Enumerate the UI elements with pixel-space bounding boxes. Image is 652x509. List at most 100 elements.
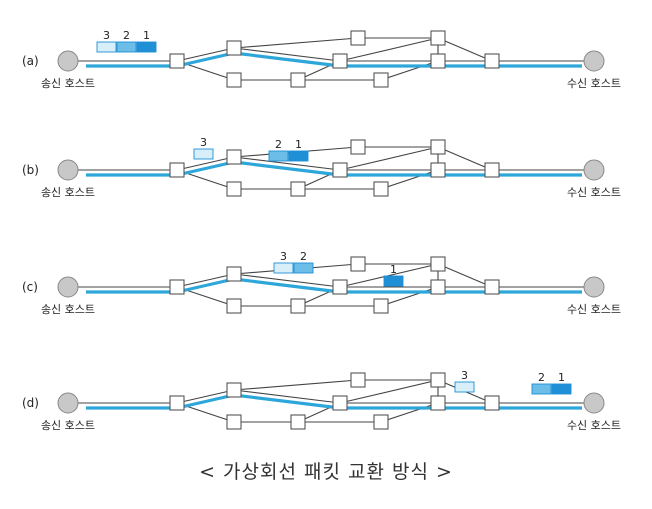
packet-number: 1 xyxy=(390,263,397,276)
packet xyxy=(288,150,309,162)
packet xyxy=(551,383,572,395)
router-node xyxy=(226,149,242,165)
router-node xyxy=(430,256,446,272)
router-node xyxy=(350,139,366,155)
receiver-host-label: 수신 호스트 xyxy=(567,77,621,90)
panel-label: (a) xyxy=(22,54,39,68)
network-link xyxy=(339,379,439,404)
router-node xyxy=(350,256,366,272)
packet-number: 3 xyxy=(461,369,468,382)
panel-label: (b) xyxy=(22,163,39,177)
sender-host-label: 송신 호스트 xyxy=(41,303,95,316)
panel-label: (d) xyxy=(22,396,39,410)
sender-host-label: 송신 호스트 xyxy=(41,77,95,90)
network-link xyxy=(380,402,439,423)
receiver-host-label: 수신 호스트 xyxy=(567,419,621,432)
router-node xyxy=(484,395,500,411)
router-node xyxy=(332,162,348,178)
receiver-host xyxy=(583,50,605,72)
router-node xyxy=(430,53,446,69)
receiver-host xyxy=(583,159,605,181)
network-link xyxy=(176,273,235,288)
router-node xyxy=(226,266,242,282)
packet-number: 2 xyxy=(123,29,130,42)
router-node xyxy=(290,181,306,197)
packet xyxy=(136,41,157,53)
router-node xyxy=(430,279,446,295)
router-node xyxy=(350,30,366,46)
network-link xyxy=(233,156,341,171)
router-node xyxy=(430,395,446,411)
packet-number: 2 xyxy=(275,138,282,151)
network-link xyxy=(233,37,359,49)
router-node xyxy=(332,279,348,295)
packet xyxy=(273,262,294,274)
router-node xyxy=(484,53,500,69)
packet xyxy=(293,262,314,274)
router-node xyxy=(226,72,242,88)
router-node xyxy=(290,414,306,430)
sender-host-label: 송신 호스트 xyxy=(41,186,95,199)
network-link xyxy=(380,169,439,190)
network-link xyxy=(176,389,235,404)
router-node xyxy=(226,181,242,197)
packet xyxy=(116,41,137,53)
router-node xyxy=(226,298,242,314)
receiver-host-label: 수신 호스트 xyxy=(567,303,621,316)
router-node xyxy=(373,298,389,314)
router-node xyxy=(373,181,389,197)
network-link xyxy=(176,156,235,171)
packet xyxy=(268,150,289,162)
network-link xyxy=(380,286,439,307)
router-node xyxy=(169,162,185,178)
router-node xyxy=(430,162,446,178)
router-node xyxy=(430,30,446,46)
sender-host xyxy=(57,50,79,72)
network-link xyxy=(233,379,359,391)
network-link xyxy=(437,263,493,288)
network-link xyxy=(437,37,493,62)
packet xyxy=(531,383,552,395)
router-node xyxy=(373,72,389,88)
router-node xyxy=(373,414,389,430)
network-link xyxy=(339,37,439,62)
router-node xyxy=(430,139,446,155)
router-node xyxy=(226,414,242,430)
packet-number: 3 xyxy=(200,136,207,149)
router-node xyxy=(169,53,185,69)
packet-number: 3 xyxy=(280,250,287,263)
panel-label: (c) xyxy=(22,280,38,294)
router-node xyxy=(350,372,366,388)
packet xyxy=(454,381,475,393)
receiver-host-label: 수신 호스트 xyxy=(567,186,621,199)
router-node xyxy=(290,298,306,314)
router-node xyxy=(169,395,185,411)
figure-caption: < 가상회선 패킷 교환 방식 > xyxy=(199,461,453,483)
packet xyxy=(383,275,404,287)
packet-number: 2 xyxy=(300,250,307,263)
network-link xyxy=(339,263,439,288)
router-node xyxy=(226,382,242,398)
router-node xyxy=(484,162,500,178)
sender-host xyxy=(57,159,79,181)
packet-number: 2 xyxy=(538,371,545,384)
receiver-host xyxy=(583,392,605,414)
sender-host xyxy=(57,392,79,414)
network-link xyxy=(380,60,439,81)
router-node xyxy=(169,279,185,295)
packet-number: 1 xyxy=(558,371,565,384)
sender-host-label: 송신 호스트 xyxy=(41,419,95,432)
network-link xyxy=(339,146,439,171)
sender-host xyxy=(57,276,79,298)
network-link xyxy=(233,47,341,62)
router-node xyxy=(332,395,348,411)
packet-number: 1 xyxy=(295,138,302,151)
router-node xyxy=(484,279,500,295)
router-node xyxy=(430,372,446,388)
network-link xyxy=(437,146,493,171)
